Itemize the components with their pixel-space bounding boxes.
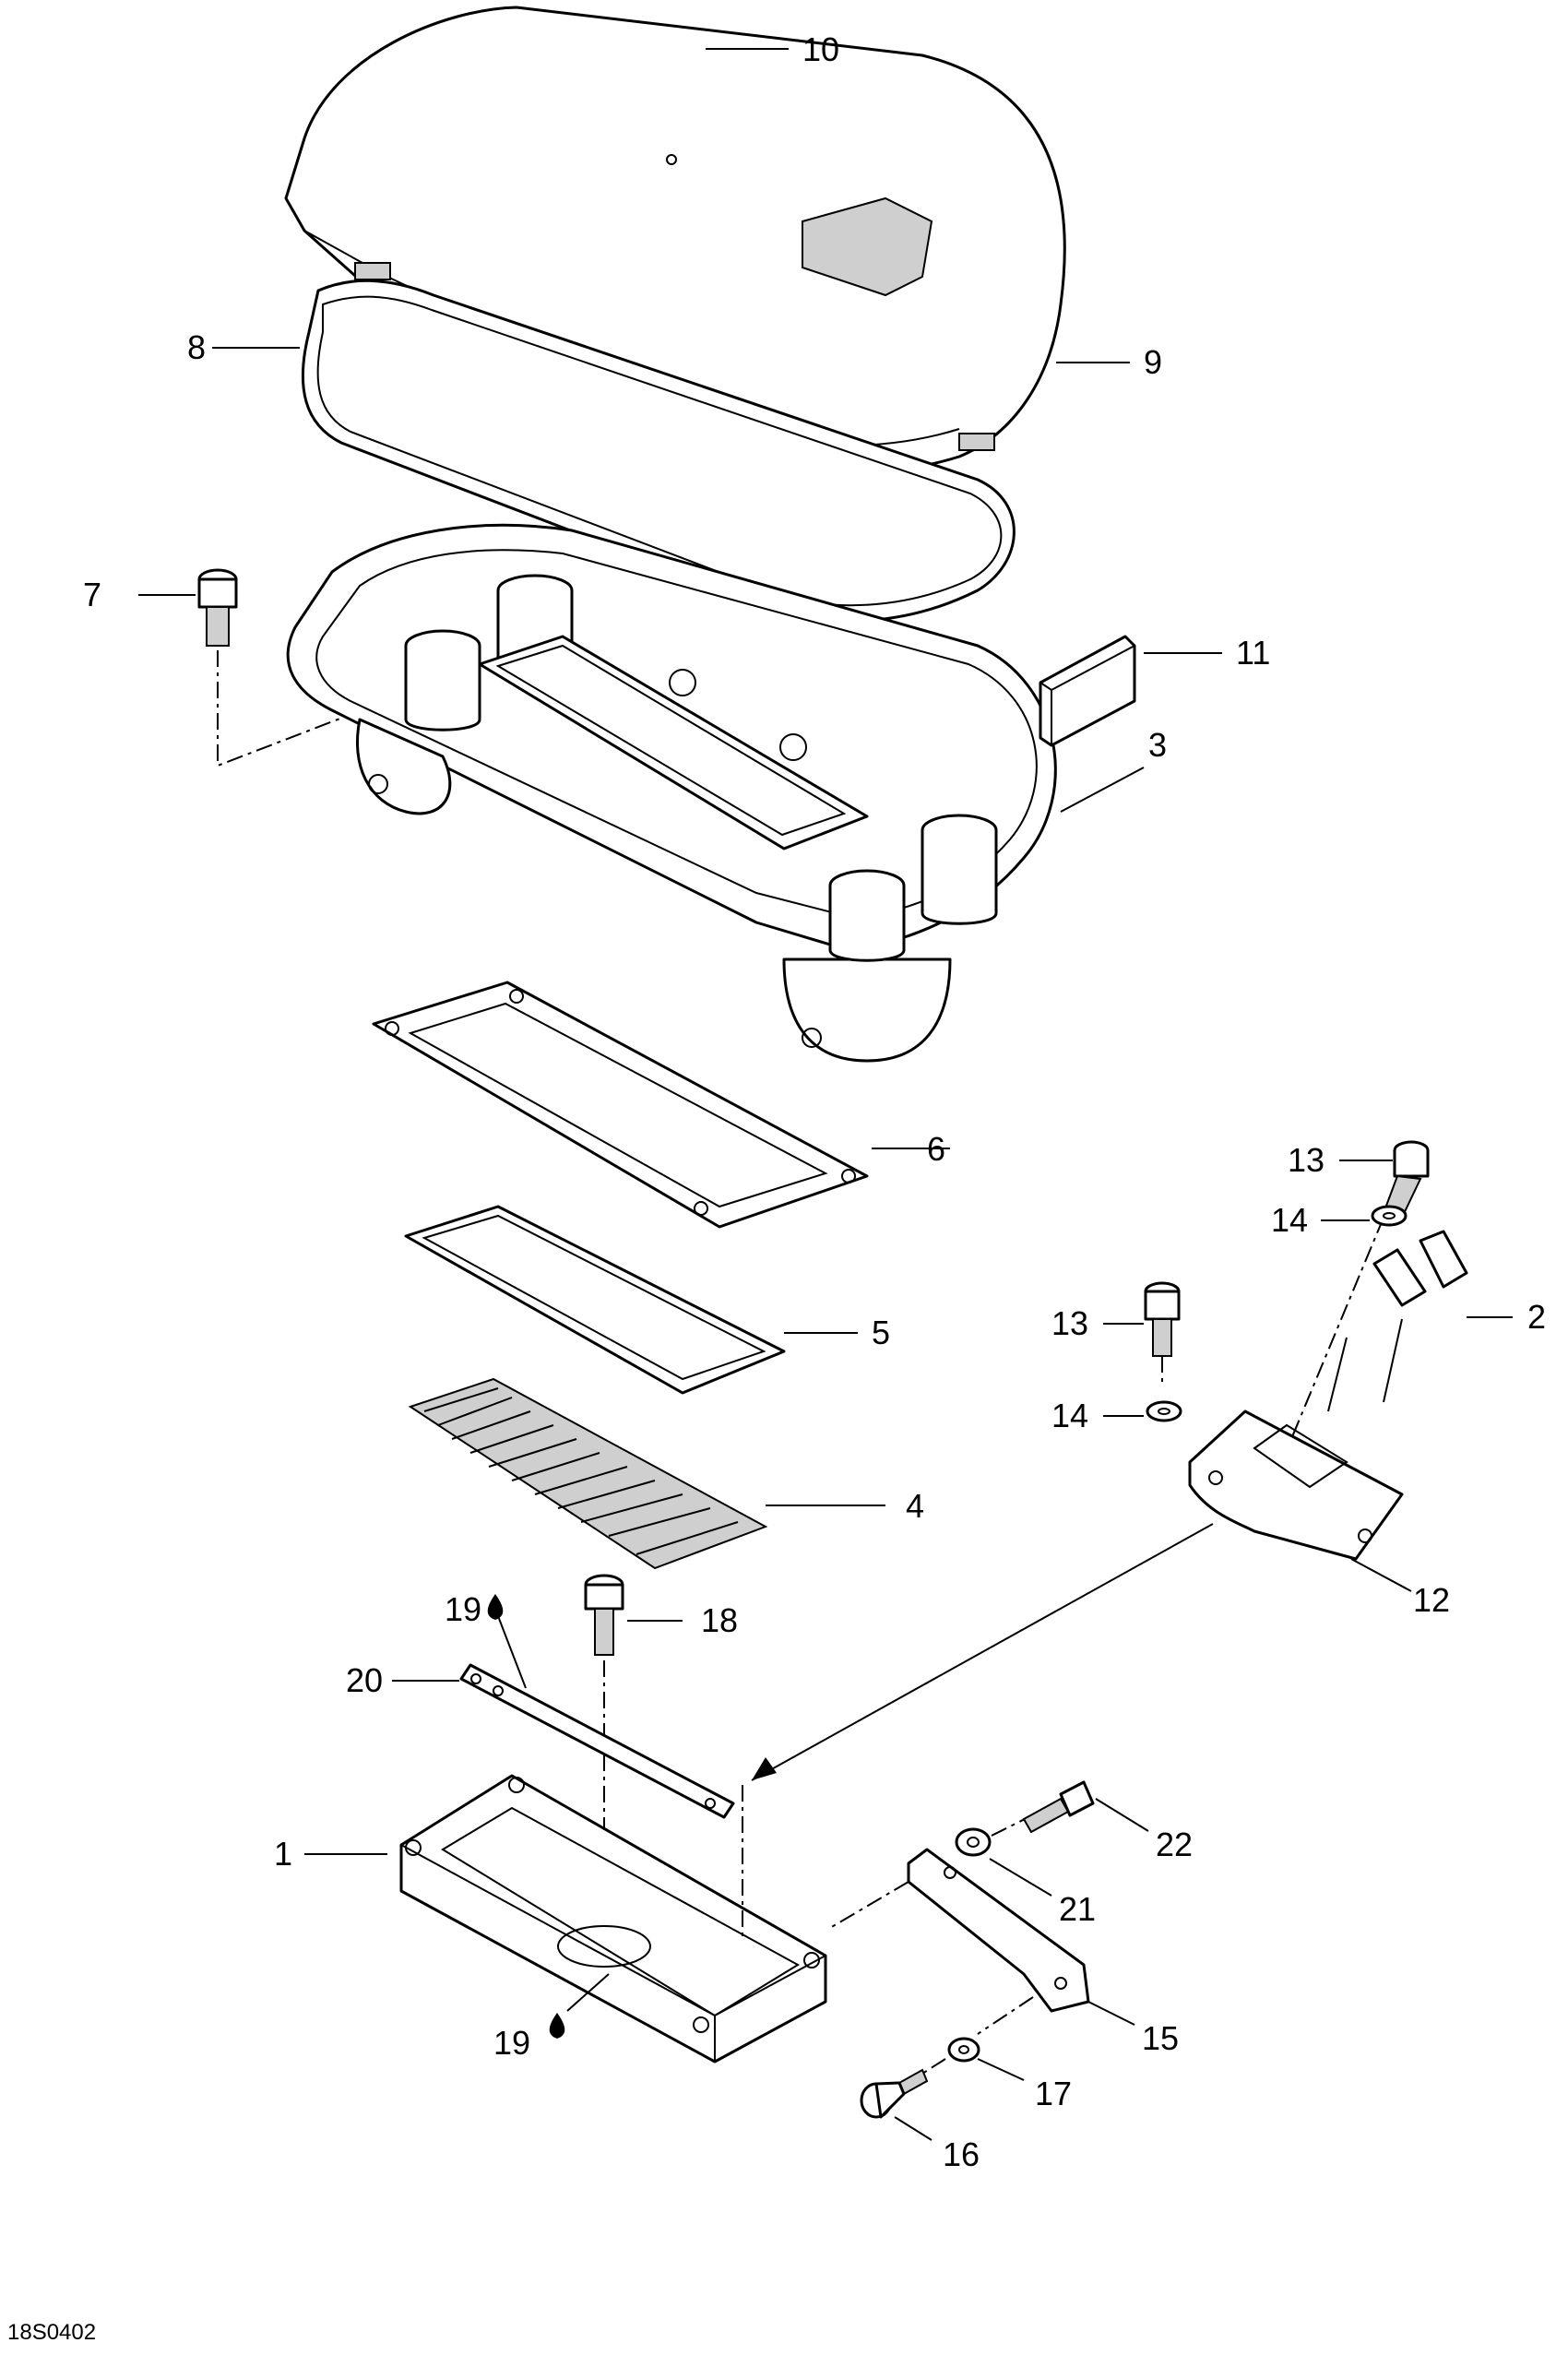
callout-6: 6 [927,1130,945,1168]
callout-4: 4 [906,1487,924,1525]
callout-9: 9 [1144,343,1162,381]
callout-11: 11 [1236,634,1270,672]
callout-3: 3 [1148,726,1167,764]
part-14-washer-upper [1371,1205,1408,1227]
part-17-washer [921,2037,980,2075]
callout-1: 1 [274,1835,292,1873]
part-14-washer-lower [1146,1400,1182,1422]
part-7-screw [197,568,434,767]
callout-13-upper: 13 [1288,1141,1324,1179]
part-20-strip [459,1663,735,1819]
part-13-screw-lower [1144,1281,1181,1384]
leader-lines [138,48,1513,2141]
callout-7: 7 [83,576,101,613]
callout-8: 8 [187,328,206,366]
callout-2: 2 [1527,1298,1546,1336]
part-13-screw-upper [1290,1140,1430,1440]
callout-14-lower: 14 [1051,1397,1088,1434]
callout-5: 5 [872,1314,890,1351]
part-16-screw [860,2068,929,2119]
callout-12: 12 [1413,1581,1450,1619]
part-1-adaptor [399,1774,827,2064]
drawing-reference-code: 18S0402 [7,2320,96,2345]
part-21-washer [955,1816,1029,1857]
callout-22: 22 [1156,1826,1193,1863]
callout-19-upper: 19 [445,1590,481,1628]
callout-15: 15 [1142,2019,1179,2057]
part-22-bolt [1022,1780,1095,1834]
callout-20: 20 [346,1661,383,1699]
part-8-gasket [301,279,1016,623]
callout-21: 21 [1059,1890,1096,1928]
part-6-gasket [372,981,869,1229]
oil-drop-icon [549,2013,565,2039]
callout-19-lower: 19 [493,2024,530,2062]
callout-10: 10 [802,30,839,68]
part-4-screen [408,1377,768,1570]
callout-13-lower: 13 [1051,1304,1088,1342]
callout-16: 16 [943,2135,980,2173]
part-11-clip [1039,635,1136,747]
callout-17: 17 [1035,2075,1072,2112]
callout-18: 18 [701,1601,738,1639]
callout-14-upper: 14 [1271,1201,1308,1239]
part-2-bracket [1327,1230,1468,1412]
part-3-base [286,523,1057,1063]
part-15-bracket [829,1848,1090,2035]
callout-labels: 10 8 9 7 11 3 6 13 14 2 13 14 5 4 12 19 … [83,30,1546,2173]
part-12-plate [751,1409,1404,1781]
part-5-seal [404,1205,786,1395]
oil-drop-icon [487,1594,504,1620]
part-18-bolt [584,1574,624,1946]
